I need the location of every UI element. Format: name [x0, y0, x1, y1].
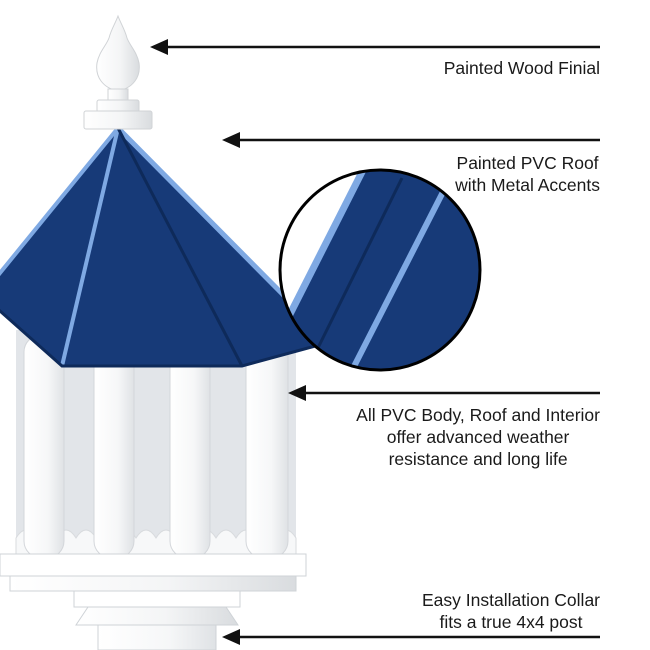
- base-ledge: [0, 553, 307, 577]
- arrowhead-collar: [222, 629, 240, 645]
- roof-detail-magnifier: [278, 168, 482, 372]
- roof-rim-edge: [0, 308, 331, 368]
- installation-collar: [73, 590, 241, 650]
- callout-label-body: All PVC Body, Roof and Interior offer ad…: [356, 404, 600, 470]
- magnified-metal-accent: [281, 170, 368, 326]
- callout-text-line: Painted Wood Finial: [443, 58, 600, 78]
- roof-metal-accent-ridge: [60, 127, 120, 367]
- finial-molding: [96, 99, 140, 113]
- feeder-base: [0, 553, 307, 592]
- callout-text-line: Easy Installation Collar: [422, 590, 600, 610]
- callout-label-finial: Painted Wood Finial: [444, 57, 600, 79]
- arrowhead-body: [288, 385, 306, 401]
- feeder-column: [245, 334, 289, 559]
- feeder-column: [93, 334, 135, 559]
- callout-label-roof: Painted PVC Roof with Metal Accents: [455, 152, 600, 196]
- arrowhead-roof: [222, 132, 240, 148]
- collar-plate: [73, 590, 241, 608]
- magnifier-ring: [278, 168, 482, 372]
- callout-text-line: All PVC Body, Roof and Interior: [356, 405, 600, 425]
- feeder-body: [15, 330, 297, 559]
- callout-text-line: offer advanced weather: [386, 427, 570, 447]
- callout-text-line: resistance and long life: [388, 449, 568, 469]
- callout-text-line: with Metal Accents: [455, 175, 600, 195]
- roof-panels: [0, 128, 330, 366]
- callout-text-line: fits a true 4x4 post: [439, 612, 583, 632]
- finial-ball: [96, 14, 140, 92]
- magnified-seam-shadow: [308, 177, 404, 365]
- painted-wood-finial: [83, 14, 153, 130]
- finial-neck: [107, 88, 129, 102]
- collar-flare: [75, 606, 239, 626]
- finial-cap: [83, 110, 153, 130]
- callout-label-collar: Easy Installation Collar fits a true 4x4…: [422, 589, 600, 633]
- painted-pvc-roof: [0, 126, 332, 368]
- base-molding: [9, 575, 297, 592]
- magnified-metal-accent: [339, 188, 447, 370]
- callout-text-line: Painted PVC Roof: [456, 153, 599, 173]
- post-sleeve: [97, 624, 217, 650]
- feeder-column: [23, 334, 65, 559]
- roof-metal-accent-ridge: [0, 126, 120, 277]
- arrowhead-finial: [150, 39, 168, 55]
- feeder-column: [169, 334, 211, 559]
- callout-arrows: [150, 39, 600, 645]
- roof-shadow-ridge: [116, 127, 244, 367]
